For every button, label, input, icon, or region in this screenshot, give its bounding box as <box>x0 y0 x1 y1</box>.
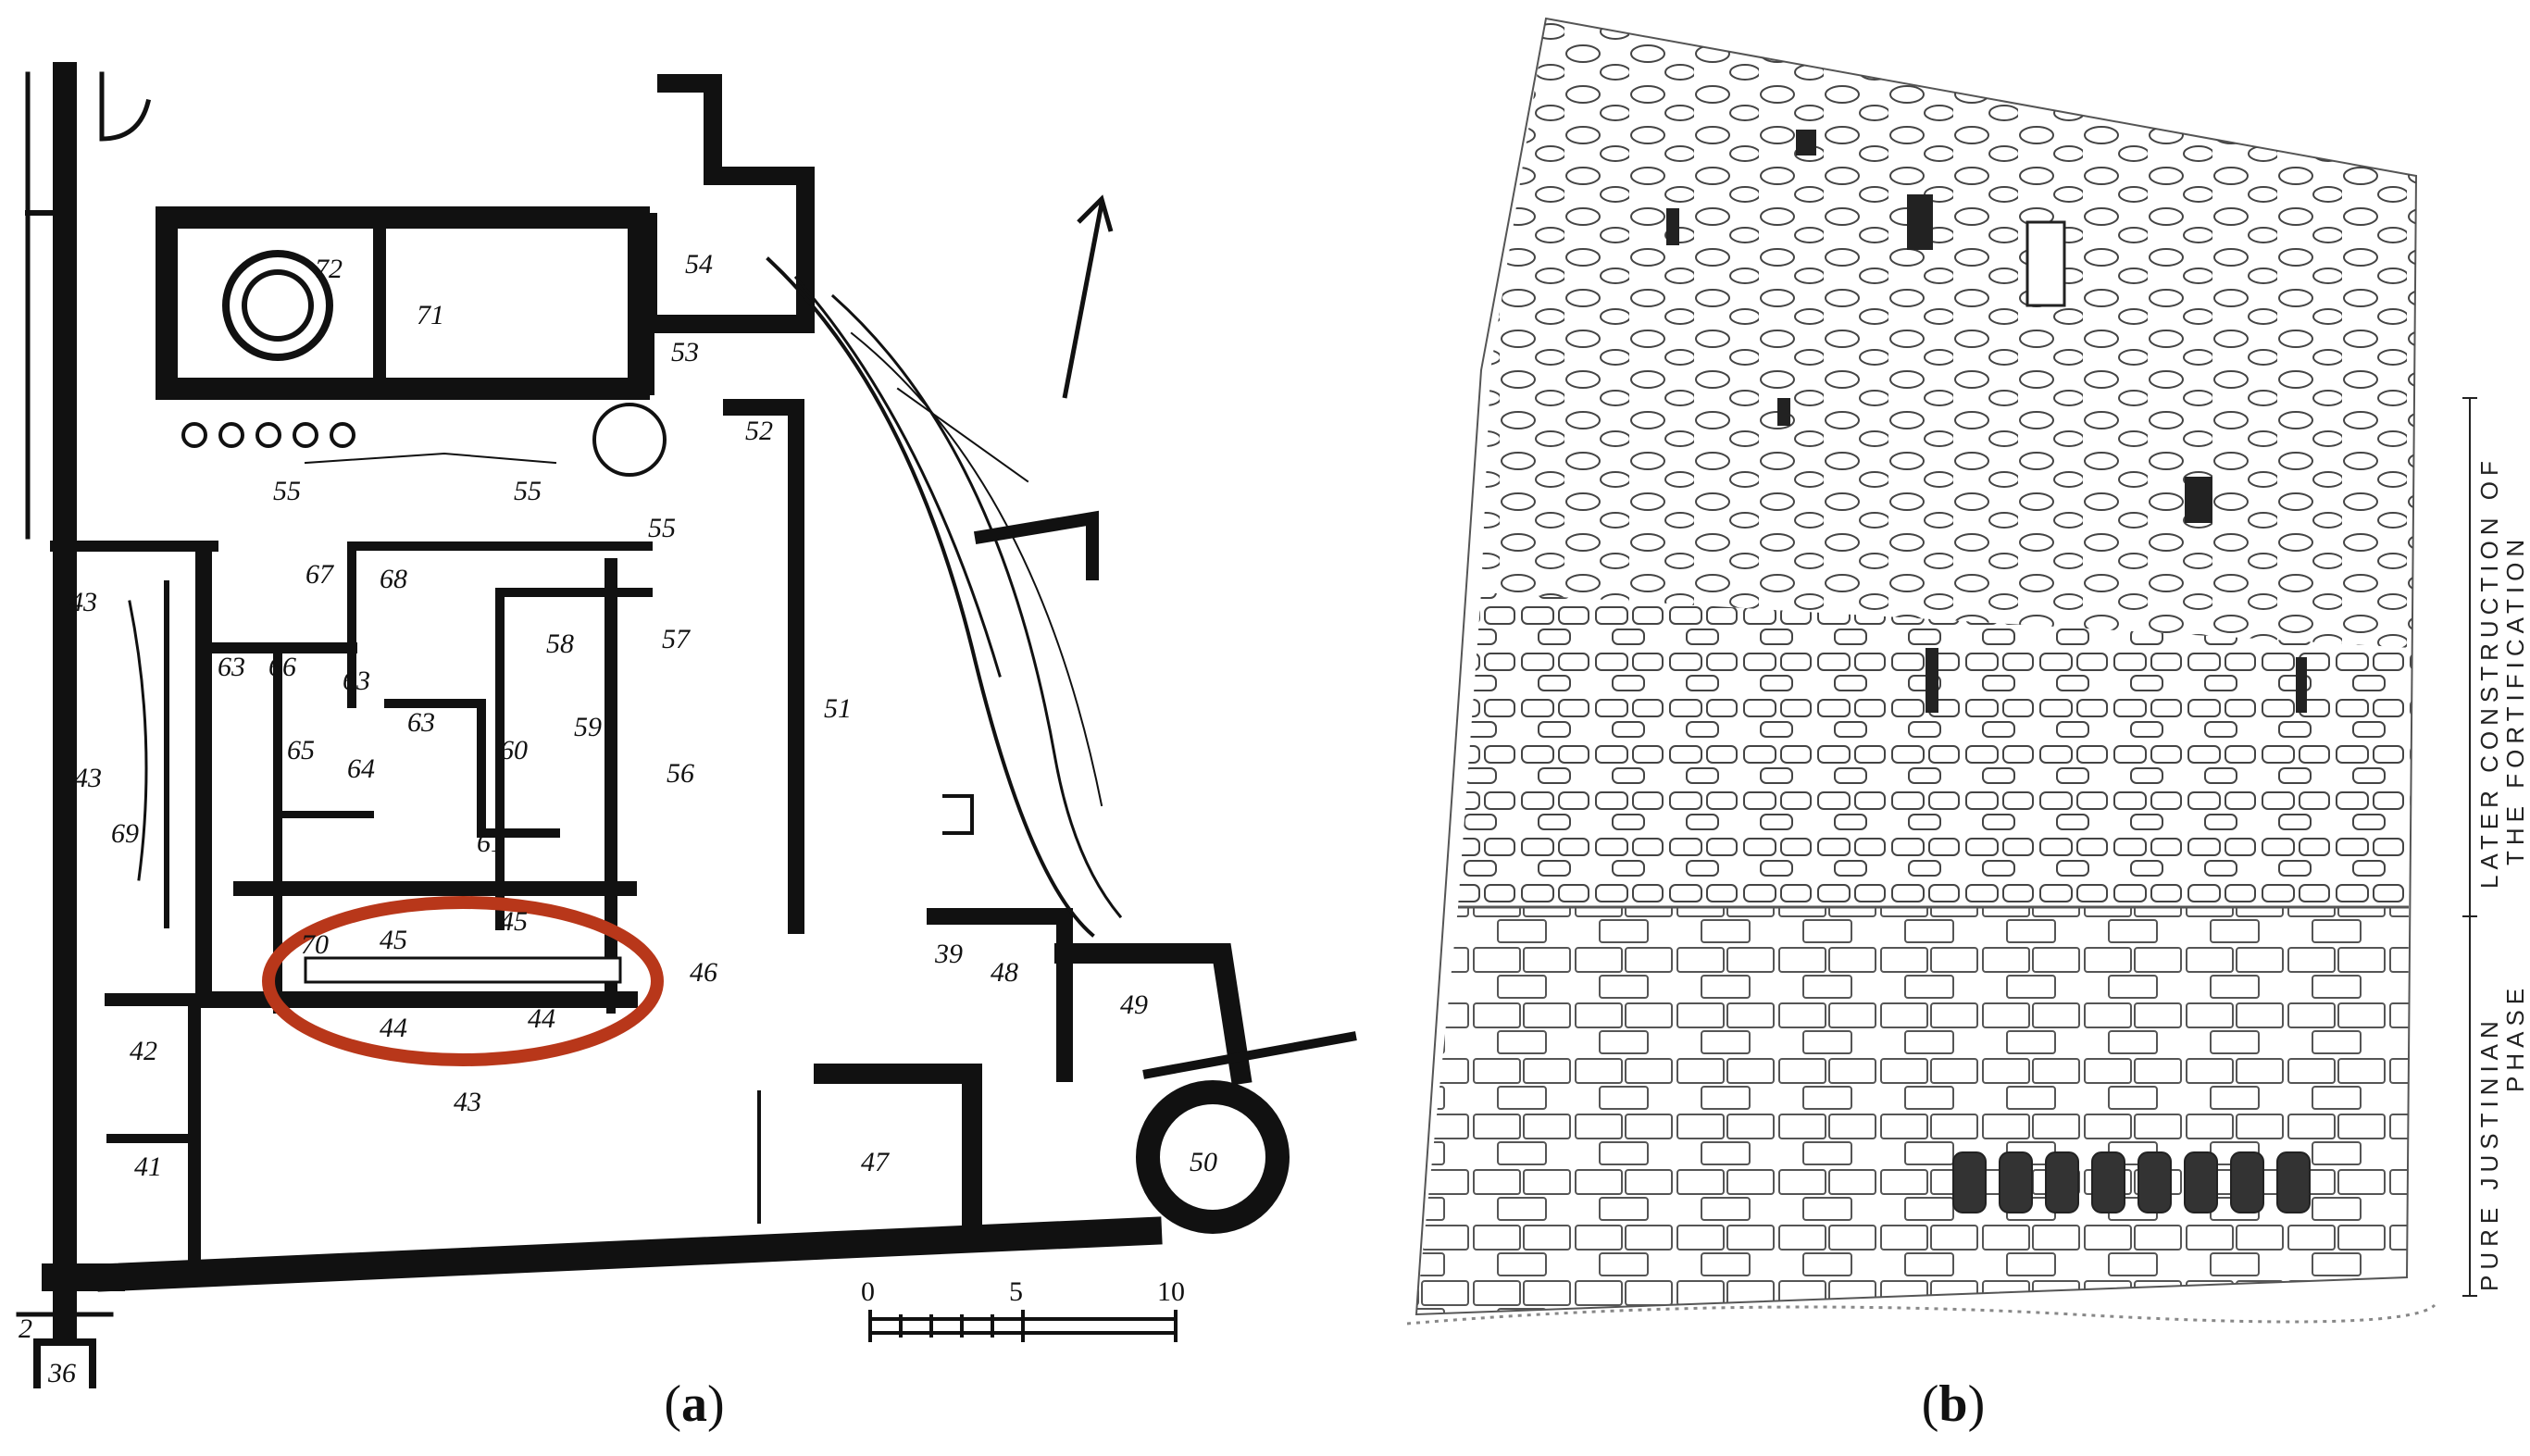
room-number: 63 <box>218 652 245 682</box>
site-plan-panel: 72 71 54 53 52 55 55 55 67 68 63 66 63 6… <box>16 62 1357 1388</box>
room-number: 46 <box>690 957 717 988</box>
scale-label: 0 <box>861 1276 875 1307</box>
site-plan-drawing: 72 71 54 53 52 55 55 55 67 68 63 66 63 6… <box>16 62 1357 1388</box>
arched-openings <box>1952 1151 2311 1213</box>
room-number: 48 <box>991 957 1018 988</box>
wall-elevation-drawing: LATER CONSTRUCTION OF THE FORTIFICATION … <box>1406 17 2529 1325</box>
room-number: 55 <box>273 476 301 506</box>
room-number: 59 <box>574 712 602 742</box>
room-number: 70 <box>301 929 329 960</box>
room-number: 53 <box>671 337 699 367</box>
room-number: 43 <box>454 1087 481 1117</box>
room-number: 56 <box>667 758 694 789</box>
justinian-phase-label-2: PHASE <box>2501 983 2529 1092</box>
highlight-ellipse <box>262 896 664 1066</box>
north-arrow-icon <box>1062 194 1114 399</box>
room-number: 45 <box>500 906 528 937</box>
room-number: 44 <box>380 1013 407 1043</box>
caption-b: (b) <box>1921 1375 1986 1433</box>
room-number: 50 <box>1190 1147 1217 1177</box>
room-number: 51 <box>824 693 852 724</box>
room-number: 55 <box>514 476 542 506</box>
room-number: 45 <box>380 925 407 955</box>
room-number: 49 <box>1120 989 1148 1020</box>
room-number: 66 <box>268 652 296 682</box>
room-number: 44 <box>528 1003 555 1034</box>
justinian-phase-label: PURE JUSTINIAN <box>2475 1015 2503 1291</box>
room-number: 63 <box>407 707 435 738</box>
room-number: 43 <box>74 763 102 793</box>
room-number: 52 <box>745 416 773 446</box>
room-number: 71 <box>417 300 444 330</box>
later-construction-label: LATER CONSTRUCTION OF <box>2475 455 2503 889</box>
scale-label: 10 <box>1157 1276 1185 1307</box>
room-number: 57 <box>662 624 692 654</box>
room-number: 47 <box>861 1147 891 1177</box>
wall-elevation-panel: LATER CONSTRUCTION OF THE FORTIFICATION … <box>1370 0 2530 1388</box>
room-number: 39 <box>934 939 963 969</box>
scale-bar: 0 5 10 <box>861 1276 1185 1342</box>
room-number: 68 <box>380 564 407 594</box>
room-number: 69 <box>111 818 139 849</box>
room-number: 43 <box>69 587 97 617</box>
room-number: 36 <box>47 1358 76 1388</box>
scale-label: 5 <box>1009 1276 1023 1307</box>
room-number: 58 <box>546 628 574 659</box>
room-number: 42 <box>130 1036 157 1066</box>
room-number: 64 <box>347 753 375 784</box>
room-number: 72 <box>315 254 343 284</box>
room-number: 41 <box>134 1151 162 1182</box>
room-number: 2 <box>19 1313 32 1344</box>
room-number: 65 <box>287 735 315 765</box>
room-number: 55 <box>648 513 676 543</box>
room-number: 63 <box>343 666 370 696</box>
room-number: 61 <box>477 828 505 858</box>
caption-a: (a) <box>664 1375 725 1433</box>
room-number: 54 <box>685 249 713 280</box>
later-construction-label-2: THE FORTIFICATION <box>2501 534 2529 865</box>
room-number: 60 <box>500 735 528 765</box>
room-number: 67 <box>305 559 335 590</box>
